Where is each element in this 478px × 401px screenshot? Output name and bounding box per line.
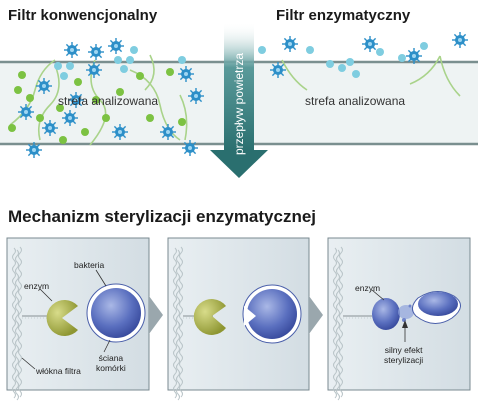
zone-label-right: strefa analizowana (305, 94, 406, 108)
bacterium-cell-2 (247, 289, 297, 339)
pointer-lines (21, 269, 406, 370)
label-cell-wall-line1: ściana (98, 353, 124, 363)
label-cell-wall: ściana komórki (96, 353, 126, 373)
chevron-2 (309, 296, 323, 334)
wall-bite-2 (244, 306, 256, 326)
enzyme-shape-2 (193, 298, 226, 335)
bacterium-cell-1 (91, 288, 141, 338)
green-particles (8, 68, 186, 144)
enzyme-shape-1 (46, 300, 78, 337)
airflow-arrow (210, 22, 268, 178)
label-sterilization-effect: silny efekt sterylizacji (384, 345, 423, 365)
lysis-blob (398, 305, 414, 319)
airflow-label-anchor: przepływ powietrza (232, 53, 246, 169)
conventional-filter-title: Filtr konwencjonalny (8, 7, 158, 24)
label-cell-wall-line2: komórki (96, 363, 126, 373)
chevron-1 (149, 296, 163, 334)
label-effect-line1: silny efekt (384, 345, 423, 355)
enzymatic-filter-title: Filtr enzymatyczny (276, 7, 411, 24)
enzyme-cell-fused (372, 298, 400, 330)
label-enzyme-1: enzym (24, 281, 50, 291)
light-blue-particles-right (258, 42, 428, 78)
zone-label-left: strefa analizowana (58, 94, 159, 108)
pointer-arrowhead (402, 320, 408, 328)
enzymatic-fibers (281, 55, 461, 97)
airflow-label: przepływ powietrza (232, 52, 246, 155)
label-filter-fibers: włókna filtra (36, 366, 81, 376)
label-enzyme-3: enzym (355, 283, 381, 293)
label-effect-line2: sterylizacji (384, 355, 424, 365)
light-blue-particles-left (54, 46, 186, 80)
mechanism-title: Mechanizm sterylizacji enzymatycznej (8, 207, 317, 226)
label-bacteria: bakteria (74, 260, 105, 270)
ruptured-cell (418, 292, 458, 316)
